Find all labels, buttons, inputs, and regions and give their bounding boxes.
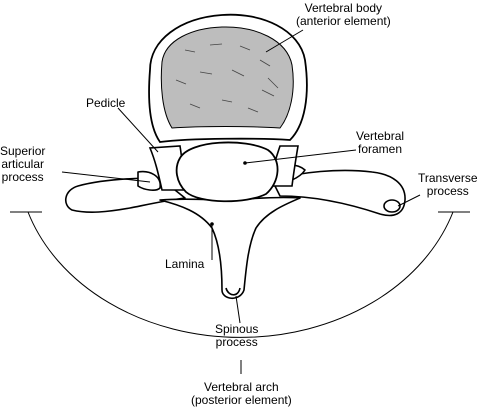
- lamina-and-spinous-process: [159, 196, 301, 300]
- label-vertebral-foramen: Vertebral foramen: [356, 129, 405, 156]
- leader-lines: [61, 29, 421, 374]
- vertebral-body: [148, 13, 308, 143]
- vertebral-foramen: [175, 141, 279, 203]
- label-vertebral-body: Vertebral body (anterior element): [296, 1, 391, 28]
- leader-dots: [210, 161, 247, 226]
- left-transverse-process: [65, 170, 186, 213]
- label-spinous-process: Spinous process: [215, 322, 259, 349]
- label-vertebral-arch: Vertebral arch (posterior element): [191, 380, 292, 407]
- label-pedicle: Pedicle: [86, 96, 126, 110]
- label-transverse-process: Transverse process: [418, 171, 478, 198]
- label-lamina: Lamina: [165, 257, 205, 271]
- label-superior-articular-process: Superior articular process: [0, 144, 46, 184]
- vertebral-arch-bracket: [10, 211, 470, 338]
